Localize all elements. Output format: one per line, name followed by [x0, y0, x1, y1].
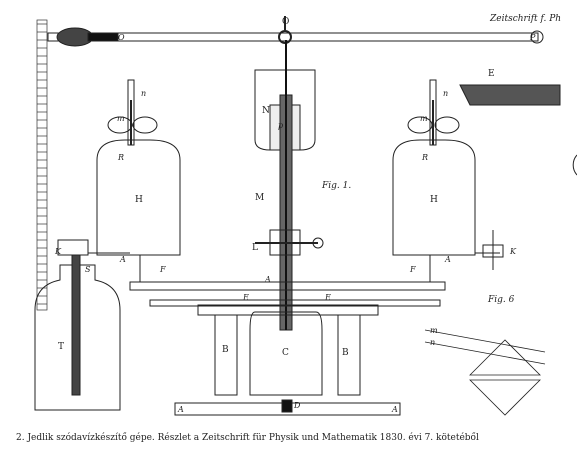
- header-text: Zeitschrift f. Ph: [489, 14, 561, 24]
- label-fig6-m: m: [430, 326, 438, 335]
- label-d: D: [293, 401, 301, 410]
- fig6-label: Fig. 6: [487, 295, 515, 305]
- label-m-center: M: [255, 193, 264, 203]
- label-k-left: K: [54, 247, 62, 256]
- label-a-right: A: [444, 255, 451, 264]
- label-m-right: m: [420, 114, 428, 123]
- label-n-left: n: [141, 89, 146, 98]
- fig6-detail: [424, 329, 546, 416]
- label-n-right: n: [443, 89, 448, 98]
- label-b-left: B: [222, 345, 229, 355]
- label-k-right: K: [509, 247, 517, 256]
- label-a-center: A: [264, 275, 271, 284]
- label-e-detail: E: [488, 69, 495, 79]
- figure-caption: 2. Jedlik szódavízkészítő gépe. Részlet …: [16, 432, 479, 443]
- label-t: T: [58, 342, 64, 352]
- label-a-base-right: A: [391, 405, 398, 414]
- label-o-top: O: [282, 17, 289, 27]
- pipe-system: [88, 252, 500, 307]
- left-bottle: [34, 239, 121, 411]
- left-vessel: [96, 79, 181, 256]
- label-f-right: F: [409, 265, 416, 274]
- edge-arc: [572, 154, 577, 176]
- label-b-right: B: [342, 348, 349, 358]
- lever-arm: [47, 16, 544, 47]
- label-h-left: H: [135, 195, 143, 205]
- label-a-base-left: A: [177, 405, 184, 414]
- fig1-label: Fig. 1.: [321, 181, 351, 191]
- right-vessel: [392, 79, 476, 256]
- label-fig6-n: n: [430, 338, 435, 347]
- label-e-left: E: [242, 293, 249, 302]
- label-l-center: L: [252, 243, 258, 253]
- label-f-left: F: [159, 265, 166, 274]
- label-p-right: P: [529, 33, 536, 42]
- label-m-left: m: [117, 114, 125, 123]
- brick-wall: [36, 19, 48, 311]
- label-c: C: [282, 348, 289, 358]
- label-r-left: R: [117, 153, 124, 162]
- label-r-right: R: [421, 153, 428, 162]
- label-p-center: p: [278, 121, 283, 130]
- label-o-left: O: [118, 33, 125, 42]
- right-tap: [482, 230, 504, 270]
- label-e-right: E: [324, 293, 331, 302]
- label-n-center: N: [262, 106, 270, 116]
- label-s: S: [85, 265, 91, 274]
- base-stand: [174, 304, 401, 416]
- label-h-right: H: [430, 195, 438, 205]
- detail-e: [459, 84, 561, 106]
- central-column: [254, 40, 324, 331]
- label-a-left: A: [119, 255, 126, 264]
